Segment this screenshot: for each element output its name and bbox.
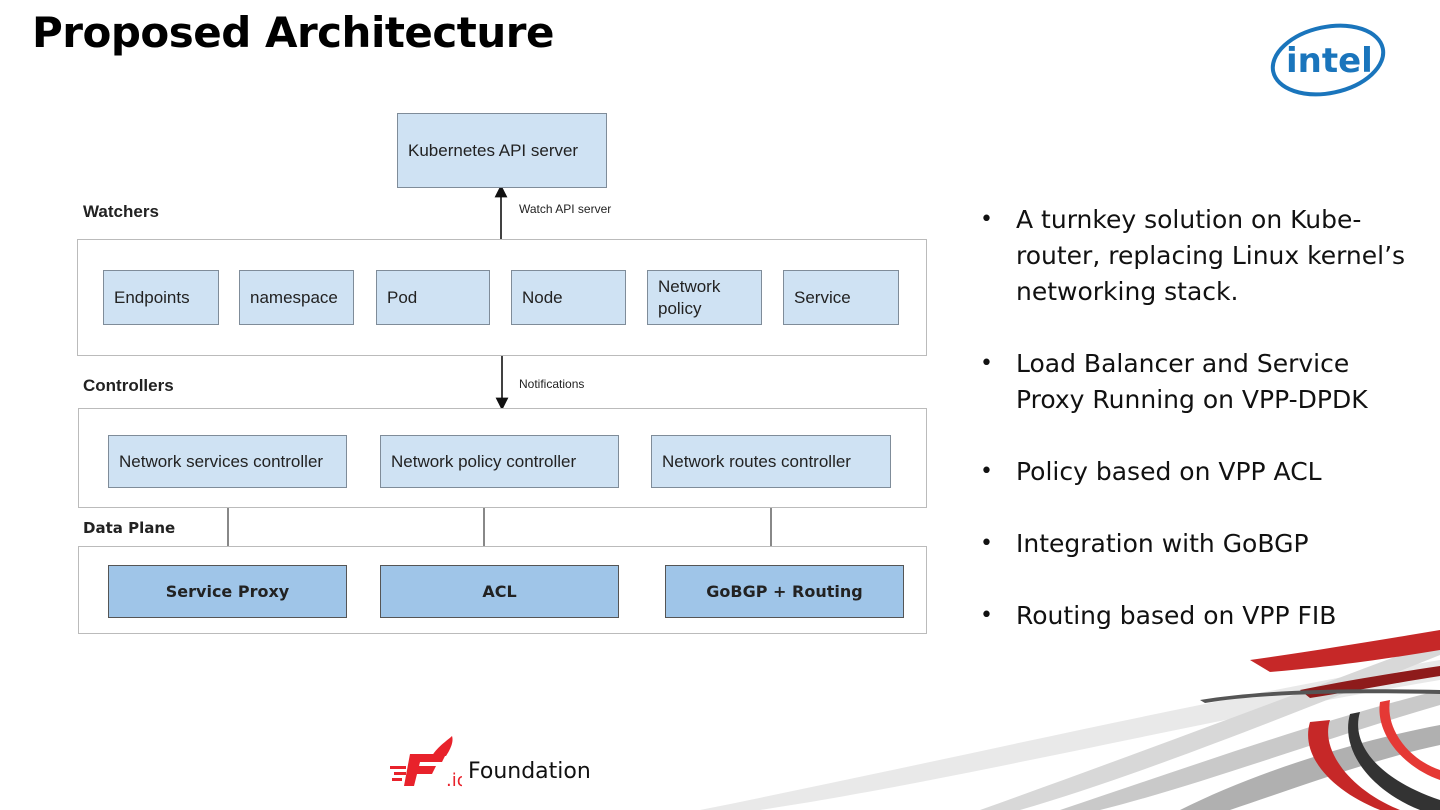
acl-node: ACL — [380, 565, 619, 618]
bullet-item: A turnkey solution on Kube-router, repla… — [980, 202, 1420, 310]
watcher-pod: Pod — [376, 270, 490, 325]
fdio-foundation-text: Foundation — [468, 759, 591, 784]
gobgp-routing-node: GoBGP + Routing — [665, 565, 904, 618]
service-proxy-node: Service Proxy — [108, 565, 347, 618]
watcher-node: Node — [511, 270, 626, 325]
data-plane-label: Data Plane — [83, 519, 176, 537]
watcher-service: Service — [783, 270, 899, 325]
watcher-endpoints: Endpoints — [103, 270, 219, 325]
watcher-namespace: namespace — [239, 270, 354, 325]
fdio-suffix-text: .io — [446, 770, 462, 788]
watchers-label: Watchers — [83, 202, 159, 221]
fdio-mark-icon: .io — [390, 736, 462, 788]
watcher-network-policy: Network policy — [647, 270, 762, 325]
network-routes-controller: Network routes controller — [651, 435, 891, 488]
controllers-label: Controllers — [83, 376, 174, 395]
intel-logo-text: intel — [1286, 41, 1373, 81]
bullet-item: Integration with GoBGP — [980, 526, 1420, 562]
bullet-item: Policy based on VPP ACL — [980, 454, 1420, 490]
architecture-diagram: Kubernetes API server Watch API server W… — [77, 113, 927, 634]
bullet-item: Routing based on VPP FIB — [980, 598, 1420, 634]
watch-edge-label: Watch API server — [519, 202, 612, 216]
network-services-controller: Network services controller — [108, 435, 347, 488]
bullet-item: Load Balancer and Service Proxy Running … — [980, 346, 1420, 418]
network-policy-controller: Network policy controller — [380, 435, 619, 488]
fdio-logo: .io Foundation — [390, 728, 591, 788]
kubernetes-api-server-node: Kubernetes API server — [397, 113, 607, 188]
bullet-list: A turnkey solution on Kube-router, repla… — [980, 202, 1420, 670]
intel-logo: intel — [1270, 23, 1386, 97]
notifications-edge-label: Notifications — [519, 377, 585, 391]
slide-title: Proposed Architecture — [32, 8, 555, 57]
